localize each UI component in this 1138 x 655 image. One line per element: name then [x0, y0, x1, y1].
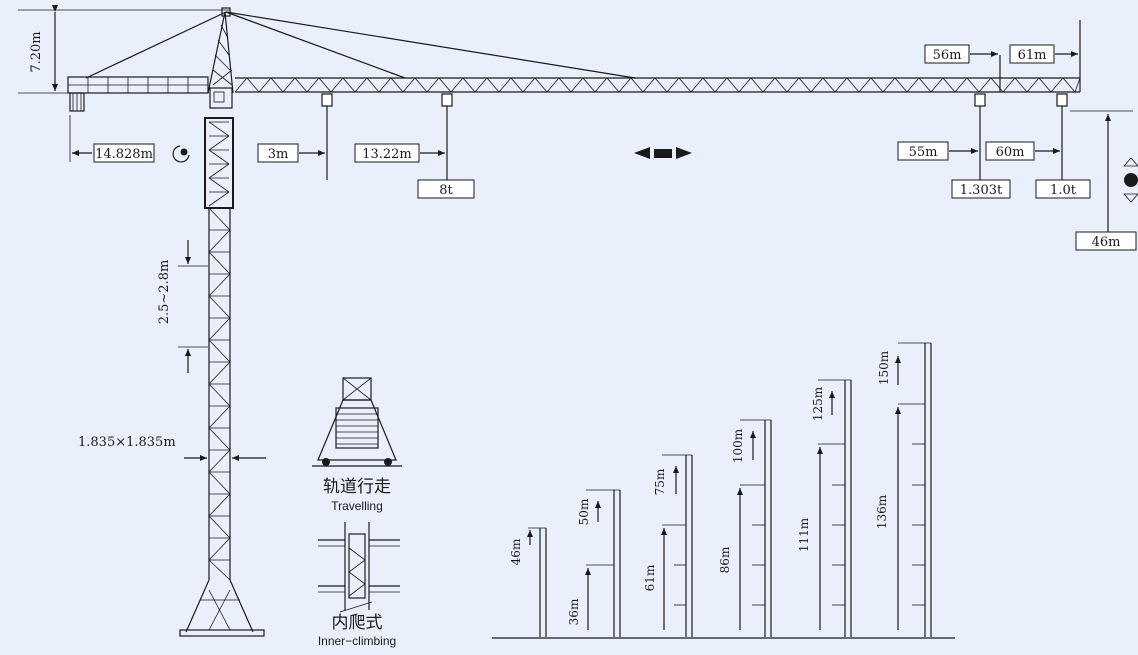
height-75m-label: 75m — [653, 468, 667, 495]
radius-55m-dimension: 55m 1.303t — [897, 141, 1011, 199]
mast — [179, 117, 265, 637]
hoist-down-icon — [1123, 193, 1138, 203]
hoist-up-icon — [1123, 157, 1138, 167]
min-radius-label: 3m — [268, 147, 289, 162]
jib-structure — [18, 7, 1081, 112]
trolley-travel-icon — [634, 147, 692, 159]
radius-55m-label: 55m — [909, 145, 938, 160]
min-radius-dimension: 3m — [257, 143, 325, 163]
mast-section-label: 1.835×1.835m — [78, 435, 176, 450]
height-config-50m: 50m 36m — [567, 489, 621, 637]
height-50m-label: 50m — [577, 498, 591, 525]
height-46m-label: 46m — [509, 538, 523, 565]
jib-top-height-label: 7.20m — [29, 31, 44, 72]
jib-61m-label: 61m — [1018, 48, 1047, 63]
counter-jib-length-label: 14.828m — [95, 147, 153, 162]
max-load-radius-dimension: 13.22m 8t — [354, 143, 475, 199]
load-55m-label: 1.303t — [960, 183, 1003, 198]
height-150m-label: 150m — [877, 350, 891, 385]
height-136m-label: 136m — [875, 494, 889, 529]
inner-climbing-icon — [318, 522, 400, 613]
height-61m-label: 61m — [643, 564, 657, 591]
height-config-75m: 75m 61m — [643, 454, 693, 637]
height-config-150m: 150m 136m — [875, 342, 932, 637]
height-111m-label: 111m — [797, 517, 811, 552]
radius-60m-label: 60m — [996, 145, 1025, 160]
mast-section-dimension: 1.835×1.835m — [78, 435, 266, 461]
travelling-en-label: Travelling — [331, 499, 383, 513]
height-86m-label: 86m — [718, 546, 732, 573]
jib-56m-label: 56m — [933, 48, 962, 63]
counter-jib-dimension: 14.828m — [69, 115, 190, 163]
height-36m-label: 36m — [567, 598, 581, 625]
max-load-label: 8t — [439, 183, 453, 198]
height-config-46m: 46m — [509, 527, 547, 637]
slewing-icon — [172, 145, 190, 163]
jib-length-labels: 56m 61m — [924, 44, 1078, 64]
height-config-125m: 125m 111m — [797, 379, 852, 637]
section-spacing-label: 2.5~2.8m — [157, 260, 172, 325]
hooks — [321, 20, 1081, 180]
height-configurations: 46m 50m 36m 75m 61m — [509, 342, 932, 637]
height-config-100m: 100m 86m — [718, 419, 772, 637]
height-125m-label: 125m — [811, 386, 825, 421]
travelling-base-icon — [312, 377, 402, 467]
travelling-cn-label: 轨道行走 — [323, 477, 391, 497]
load-60m-label: 1.0t — [1050, 183, 1077, 198]
height-100m-label: 100m — [731, 428, 745, 463]
climbing-cn-label: 内爬式 — [332, 613, 383, 633]
dim-7-20m: 7.20m — [29, 5, 58, 91]
section-spacing-dimension: 2.5~2.8m — [157, 240, 208, 373]
radius-60m-dimension: 60m 1.0t — [985, 141, 1091, 199]
hoist-icon — [1124, 173, 1138, 187]
slewing-icon-dot — [180, 148, 188, 156]
hook-height-dimension: 46m — [1070, 110, 1138, 251]
hook-height-label: 46m — [1092, 235, 1121, 250]
max-load-radius-label: 13.22m — [362, 147, 412, 162]
climbing-en-label: Inner−climbing — [318, 634, 396, 648]
